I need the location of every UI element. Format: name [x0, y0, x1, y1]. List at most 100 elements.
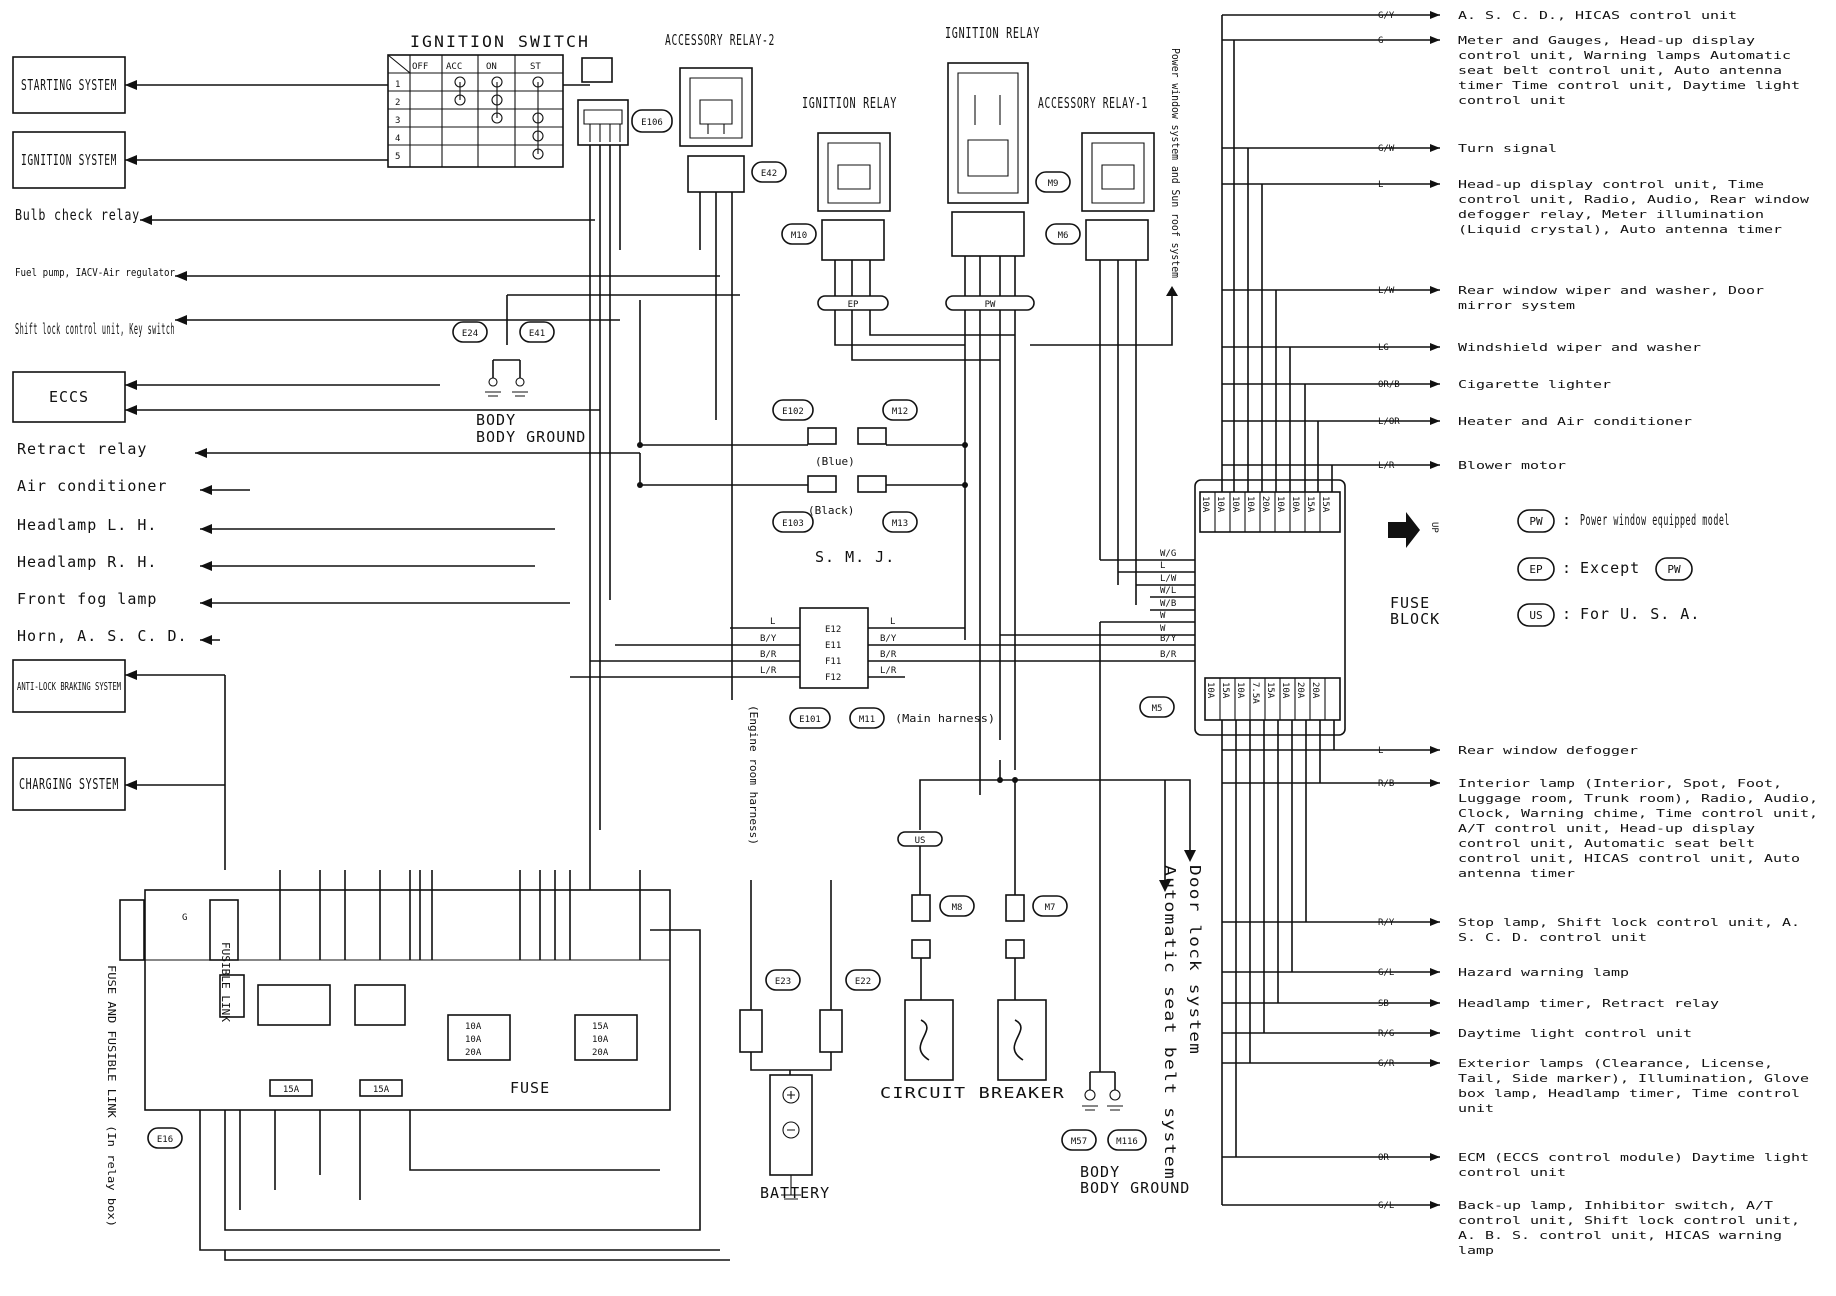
ignition-relay-left: IGNITION RELAY M10 EP — [781, 94, 897, 311]
fuse-top-rating: 20A — [1260, 496, 1270, 513]
e101-label: E101 — [799, 715, 821, 725]
m13-tag — [882, 511, 918, 533]
e22-plug — [819, 1009, 843, 1053]
right-output-wire: L — [1378, 180, 1383, 190]
svg-text::: : — [1562, 559, 1572, 577]
right-output-text: Blower motor — [1458, 459, 1566, 472]
relay-box-stack-1 — [447, 1014, 511, 1061]
right-output-text: mirror system — [1458, 299, 1576, 312]
e42-tag — [751, 161, 787, 183]
fuse-input-wire-label: L/W — [1160, 574, 1177, 584]
right-output-text: antenna timer — [1458, 867, 1576, 880]
right-output-text: control unit, Shift lock control unit, — [1458, 1214, 1800, 1227]
m10-tag — [781, 223, 817, 245]
right-output-text: Cigarette lighter — [1458, 378, 1611, 391]
svg-text::: : — [1562, 511, 1572, 529]
ign-relay-left-title: IGNITION RELAY — [802, 94, 897, 112]
fuse-top-rating: 10A — [1200, 496, 1210, 513]
ig-row-1: 1 — [395, 80, 400, 90]
right-output-text: box lamp, Headlamp timer, Time control — [1458, 1087, 1800, 1100]
ignition-switch-table — [387, 54, 564, 168]
shift-lock-label: Shift lock control unit, Key switch — [15, 320, 175, 338]
smj-pin-f11: F11 — [825, 657, 841, 667]
m6-tag — [1045, 223, 1081, 245]
relay-box-stack-2 — [574, 1014, 638, 1061]
m8-socket — [911, 939, 931, 959]
m11-label: M11 — [859, 715, 875, 725]
right-output-text: (Liquid crystal), Auto antenna timer — [1458, 223, 1782, 236]
e106-label: E106 — [641, 118, 663, 128]
right-output-wire: R/B — [1378, 779, 1394, 789]
body-ground-bottom-label: BODY GROUND — [1080, 1179, 1190, 1197]
right-output-wire: G/Y — [1378, 11, 1395, 21]
eccs-box — [12, 371, 126, 423]
right-output-wire: OR/B — [1378, 380, 1400, 390]
smj-blue: (Blue) — [815, 455, 855, 468]
m57-label: M57 — [1071, 1137, 1087, 1147]
ign-relay-center-body — [947, 62, 1029, 204]
headlamp-lh-label: Headlamp L. H. — [17, 516, 157, 534]
smj-pin-f12: F12 — [825, 673, 841, 683]
pw-tag — [945, 295, 1035, 311]
fuse-input-wire-label: W — [1160, 624, 1166, 634]
charging-system-label: CHARGING SYSTEM — [19, 775, 119, 793]
smj-name: S. M. J. — [815, 548, 895, 566]
right-output-text: Heater and Air conditioner — [1458, 415, 1693, 428]
fusible-link-label: FUSIBLE LINK — [219, 942, 232, 1022]
fuse-fusible-link-box: G FUSIBLE LINK FUSE AND FUSIBLE LINK (In… — [105, 675, 730, 1261]
smj-wire-by-left: B/Y — [760, 634, 777, 644]
right-output-text: Headlamp timer, Retract relay — [1458, 997, 1720, 1010]
e41-label: E41 — [529, 329, 545, 339]
legend-ep-tag — [1517, 557, 1555, 581]
right-output-text: Exterior lamps (Clearance, License, — [1458, 1057, 1773, 1070]
fuse-bottom-rating: 10A — [1205, 682, 1215, 699]
fuse-top-rating: 10A — [1245, 496, 1255, 513]
right-output-wire: LG — [1378, 343, 1389, 353]
acc-relay-1-body — [1081, 132, 1155, 212]
fusible-link-gy — [219, 974, 245, 1018]
fuse-top-rating: 10A — [1230, 496, 1240, 513]
fuse-input-wire-label: L — [1160, 561, 1165, 571]
fusible-link-terminal — [209, 899, 239, 961]
fuse-bottom-rating: 20A — [1295, 682, 1305, 699]
smj-wire-lr-left: L/R — [760, 666, 777, 676]
right-output-wire: G/L — [1378, 1201, 1394, 1211]
smj-wire-lr-right: L/R — [880, 666, 897, 676]
front-fog-lamp-label: Front fog lamp — [17, 590, 157, 608]
fuse-top-rating: 10A — [1290, 496, 1300, 513]
m57-tag — [1061, 1129, 1097, 1151]
right-output-text: lamp — [1458, 1244, 1494, 1257]
right-output-text: Rear window wiper and washer, Door — [1458, 284, 1765, 297]
starting-system-label: STARTING SYSTEM — [21, 76, 117, 94]
right-output-wire: R/Y — [1378, 918, 1395, 928]
ignition-system-label: IGNITION SYSTEM — [21, 151, 117, 169]
ignition-switch-title: IGNITION SWITCH — [410, 32, 590, 51]
right-output-text: control unit, Radio, Audio, Rear window — [1458, 193, 1810, 206]
up-arrow-icon — [1388, 512, 1420, 548]
e103-label: E103 — [782, 519, 804, 529]
bulb-check-relay-label: Bulb check relay — [15, 206, 140, 224]
legend-us-code: US — [1529, 609, 1542, 622]
right-output-text: Interior lamp (Interior, Spot, Foot, — [1458, 777, 1782, 790]
ig-row-2: 2 — [395, 98, 400, 108]
abs-label: ANTI-LOCK BRAKING SYSTEM — [17, 680, 121, 693]
fuse-top-rating: 15A — [1305, 496, 1315, 513]
ignition-relay-center: IGNITION RELAY M9 PW — [945, 24, 1071, 311]
ign-relay-center-title: IGNITION RELAY — [945, 24, 1040, 42]
e22-label: E22 — [855, 977, 871, 987]
m8-label: M8 — [952, 903, 963, 913]
fuse-input-wire-label: W/B — [1160, 599, 1176, 609]
right-output-wire: G — [1378, 36, 1383, 46]
legend-pw-tag — [1517, 509, 1555, 533]
battery-positive-icon — [782, 1086, 800, 1104]
smj-pin-e11: E11 — [825, 641, 841, 651]
stack1-fuse-1: 10A — [465, 1035, 482, 1045]
relay-fuse-15a-1 — [269, 1079, 313, 1097]
right-output-text: Tail, Side marker), Illumination, Glove — [1458, 1072, 1809, 1085]
